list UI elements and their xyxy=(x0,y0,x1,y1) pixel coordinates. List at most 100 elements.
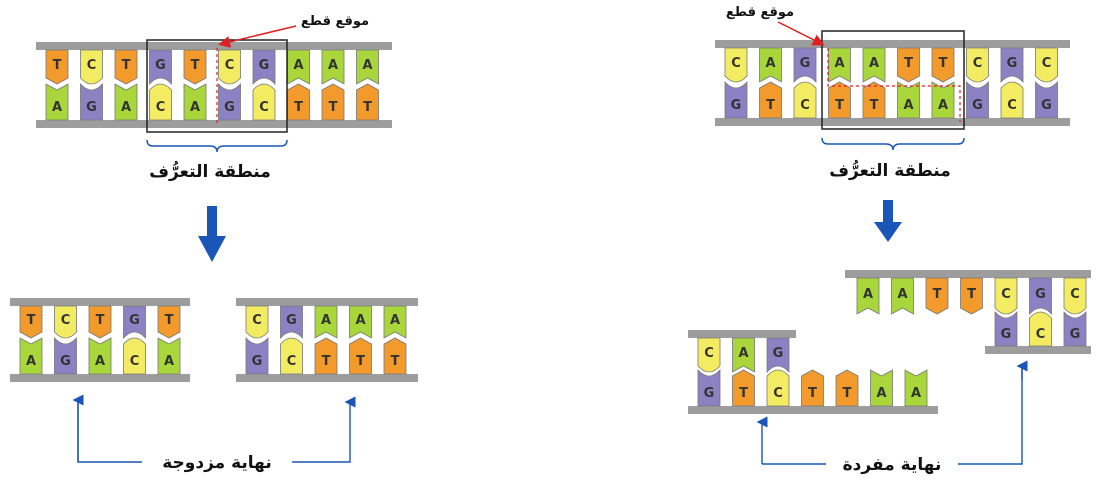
base-G: G xyxy=(966,80,989,119)
base-A: A xyxy=(157,337,181,375)
base-T: T xyxy=(828,81,851,119)
svg-text:T: T xyxy=(322,354,331,369)
svg-text:G: G xyxy=(224,100,235,115)
base-G: G xyxy=(994,310,1018,347)
svg-text:C: C xyxy=(287,354,297,369)
base-C: C xyxy=(1035,47,1058,83)
svg-text:T: T xyxy=(363,100,372,115)
base-G: G xyxy=(280,305,303,340)
svg-text:A: A xyxy=(26,354,36,369)
base-A: A xyxy=(356,49,379,85)
base-A: A xyxy=(828,47,851,83)
base-T: T xyxy=(88,305,112,339)
svg-text:C: C xyxy=(800,98,810,113)
svg-text:A: A xyxy=(362,58,372,73)
svg-text:A: A xyxy=(390,313,400,328)
base-G: G xyxy=(80,82,103,121)
base-A: A xyxy=(759,47,782,83)
base-A: A xyxy=(870,369,893,407)
base-G: G xyxy=(697,368,721,407)
svg-text:G: G xyxy=(129,313,140,328)
svg-text:T: T xyxy=(122,58,131,73)
svg-text:G: G xyxy=(1007,56,1018,71)
svg-text:A: A xyxy=(121,100,131,115)
svg-text:C: C xyxy=(225,58,235,73)
svg-text:C: C xyxy=(252,313,262,328)
base-T: T xyxy=(925,277,949,315)
left-top-backbone xyxy=(36,42,392,50)
base-T: T xyxy=(287,83,310,121)
base-G: G xyxy=(1063,310,1087,347)
base-T: T xyxy=(862,81,886,119)
base-G: G xyxy=(54,336,77,375)
svg-text:T: T xyxy=(53,58,62,73)
left-recognition-bracket xyxy=(146,139,288,153)
base-C: C xyxy=(994,277,1018,315)
right-recognition-label: منطقة التعرُّف xyxy=(829,160,951,181)
left-recognition-box xyxy=(146,39,288,133)
base-T: T xyxy=(801,369,824,407)
right-cut-line xyxy=(827,48,961,122)
base-T: T xyxy=(114,49,138,85)
base-A: A xyxy=(45,83,69,121)
base-C: C xyxy=(1063,277,1087,315)
svg-text:A: A xyxy=(164,354,174,369)
base-C: C xyxy=(724,47,748,83)
base-A: A xyxy=(897,81,920,119)
svg-text:T: T xyxy=(933,287,942,302)
svg-text:G: G xyxy=(259,58,270,73)
svg-text:C: C xyxy=(259,100,269,115)
base-C: C xyxy=(80,49,103,85)
right-cut-label: موقع قطع xyxy=(726,5,794,20)
base-C: C xyxy=(766,369,790,407)
base-A: A xyxy=(314,305,338,339)
svg-text:G: G xyxy=(286,313,297,328)
left-result-label: نهاية مزدوجة xyxy=(162,453,272,473)
svg-text:T: T xyxy=(356,354,365,369)
base-T: T xyxy=(314,337,338,375)
svg-text:A: A xyxy=(869,56,879,71)
base-T: T xyxy=(349,337,372,375)
svg-text:G: G xyxy=(1070,327,1081,342)
base-C: C xyxy=(245,305,269,339)
base-A: A xyxy=(114,83,138,121)
svg-text:A: A xyxy=(355,313,365,328)
base-T: T xyxy=(321,83,345,121)
svg-text:T: T xyxy=(808,386,817,401)
left-bottom-backbone xyxy=(36,120,392,128)
base-T: T xyxy=(356,83,379,121)
base-G: G xyxy=(793,47,817,84)
base-T: T xyxy=(931,47,955,83)
base-T: T xyxy=(835,369,859,407)
base-C: C xyxy=(793,81,817,119)
base-T: T xyxy=(19,305,43,339)
svg-text:T: T xyxy=(329,100,338,115)
svg-text:G: G xyxy=(704,386,715,401)
svg-text:C: C xyxy=(130,354,140,369)
base-G: G xyxy=(123,305,146,340)
svg-text:G: G xyxy=(1001,327,1012,342)
base-T: T xyxy=(759,81,782,119)
base-A: A xyxy=(183,83,207,121)
svg-text:A: A xyxy=(903,98,913,113)
svg-text:A: A xyxy=(95,354,105,369)
svg-text:T: T xyxy=(191,58,200,73)
svg-text:A: A xyxy=(52,100,62,115)
svg-text:G: G xyxy=(972,98,983,113)
svg-text:T: T xyxy=(165,313,174,328)
svg-text:T: T xyxy=(739,386,748,401)
base-G: G xyxy=(1035,80,1058,119)
base-A: A xyxy=(321,49,345,85)
base-C: C xyxy=(252,83,276,121)
svg-text:G: G xyxy=(60,354,71,369)
svg-text:G: G xyxy=(773,346,784,361)
svg-text:G: G xyxy=(731,98,742,113)
right-recognition-box xyxy=(821,30,965,130)
